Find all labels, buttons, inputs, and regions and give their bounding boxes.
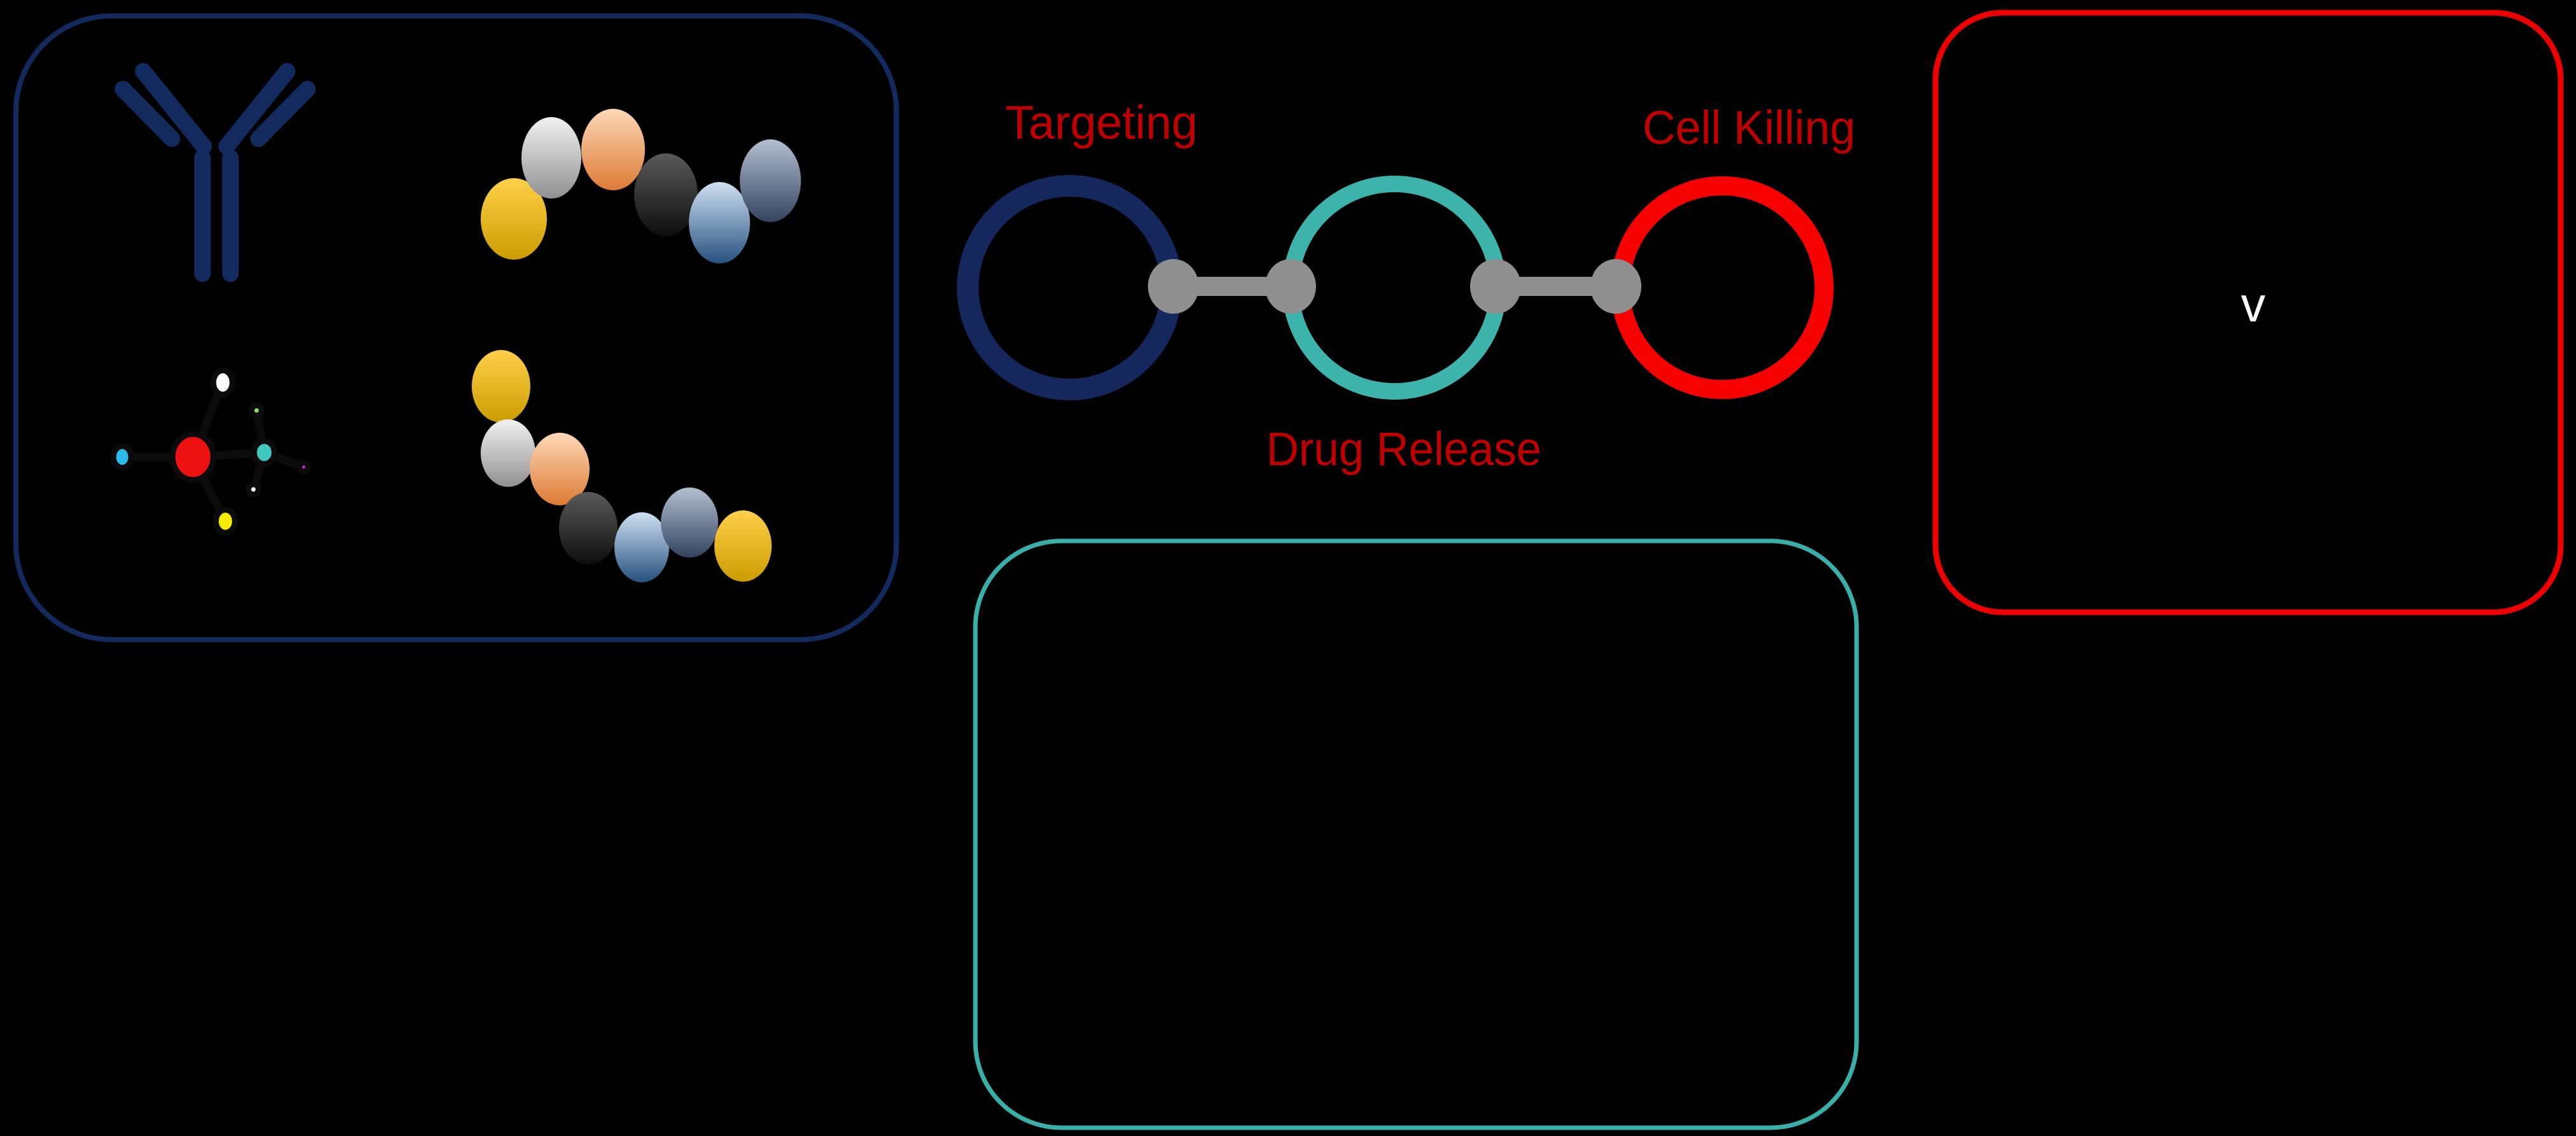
peptide-chain-top-icon bbox=[481, 109, 801, 263]
linker-connector-right bbox=[1470, 259, 1641, 314]
small-molecule-icon bbox=[110, 367, 311, 536]
label-cell-killing: Cell Killing bbox=[1643, 101, 1855, 154]
peptide-chain-bottom-icon bbox=[472, 350, 772, 582]
drug-release-ring bbox=[1282, 176, 1506, 400]
targeting-ring bbox=[957, 175, 1182, 400]
antibody-icon bbox=[115, 63, 316, 282]
adc-structure-diagram: Targeting Cell Killing Drug Release bbox=[957, 96, 1855, 475]
cell-killing-panel: v bbox=[1932, 10, 2564, 615]
label-drug-release: Drug Release bbox=[1266, 423, 1541, 475]
cell-killing-ring bbox=[1611, 176, 1834, 399]
linker-connector-left bbox=[1148, 259, 1316, 314]
payload-library-panel bbox=[13, 13, 899, 642]
label-targeting: Targeting bbox=[1005, 96, 1198, 149]
marker-v: v bbox=[2241, 277, 2266, 332]
cell-killing-panel-box bbox=[1932, 10, 2564, 615]
drug-release-panel-box bbox=[973, 538, 1859, 1130]
payload-library-box bbox=[13, 13, 899, 642]
